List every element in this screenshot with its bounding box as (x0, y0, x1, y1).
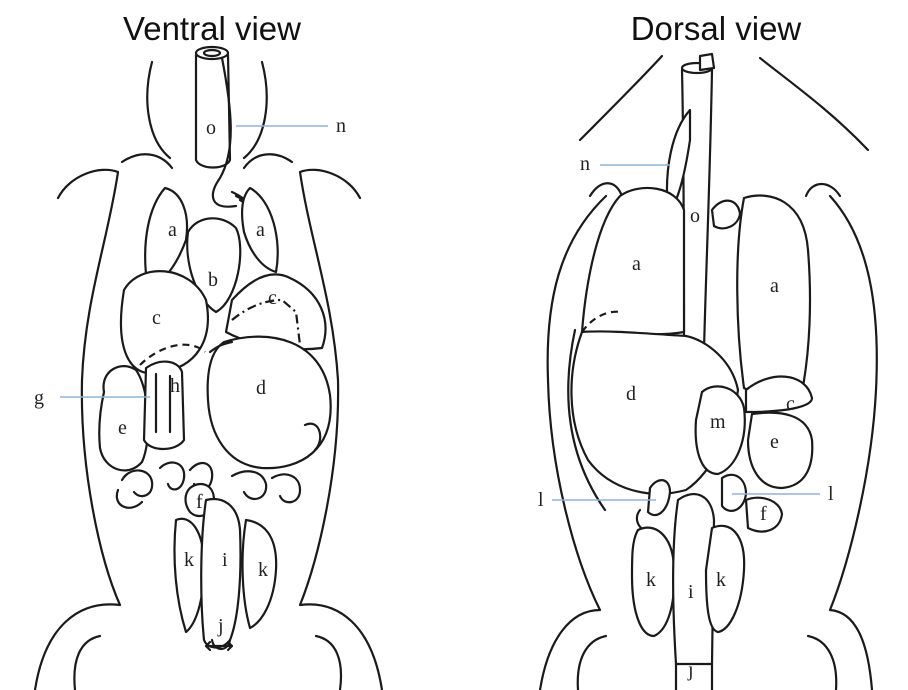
dorsal-label-m: m (710, 411, 726, 433)
dorsal-label-e: e (770, 431, 779, 453)
ventral-label-o: o (206, 117, 216, 139)
dorsal-label-o: o (690, 205, 700, 227)
ventral-liver-left (121, 271, 208, 373)
dorsal-ureter-left (648, 480, 670, 515)
ventral-label-d: d (256, 377, 266, 399)
ventral-view: Ventral view (34, 10, 382, 690)
dorsal-view-title: Dorsal view (631, 10, 802, 47)
dorsal-label-n: n (580, 153, 590, 175)
dorsal-label-f: f (760, 503, 767, 525)
ventral-label-g: g (34, 387, 44, 409)
ventral-label-c-right: c (268, 287, 277, 309)
ventral-label-a-left: a (168, 219, 177, 241)
dorsal-label-d: d (626, 383, 636, 405)
ventral-label-k-left: k (184, 549, 194, 571)
ventral-label-n: n (336, 115, 346, 137)
dorsal-label-l-left: l (538, 489, 544, 511)
ventral-view-title: Ventral view (123, 10, 301, 47)
dorsal-label-a-left: a (632, 253, 641, 275)
dorsal-label-j: j (687, 659, 694, 681)
dorsal-label-k-right: k (716, 569, 726, 591)
dorsal-view: Dorsal view (538, 10, 877, 690)
ventral-label-c-left: c (152, 307, 161, 329)
ventral-esophagus-lumen (204, 50, 220, 56)
ventral-label-b: b (208, 269, 218, 291)
ventral-label-k-right: k (258, 559, 268, 581)
dorsal-cloaca (676, 664, 712, 690)
ventral-label-h: h (170, 375, 180, 397)
ventral-kidney-lower-left (174, 519, 204, 632)
ventral-stomach (208, 337, 331, 468)
dorsal-kidney (748, 413, 812, 488)
ventral-label-f: f (196, 491, 203, 513)
ventral-label-j: j (217, 615, 224, 637)
ventral-label-a-right: a (256, 219, 265, 241)
dorsal-ureter-right (722, 475, 746, 511)
dorsal-label-c: c (786, 393, 795, 415)
dorsal-label-k-left: k (646, 569, 656, 591)
ventral-label-e: e (118, 417, 127, 439)
dorsal-vessel-knot (712, 201, 740, 229)
ventral-label-i: i (222, 549, 228, 571)
dorsal-esophagus-tip (700, 54, 714, 70)
dorsal-label-l-right: l (828, 483, 834, 505)
dorsal-label-i: i (688, 581, 694, 603)
dorsal-label-a-right: a (770, 275, 779, 297)
